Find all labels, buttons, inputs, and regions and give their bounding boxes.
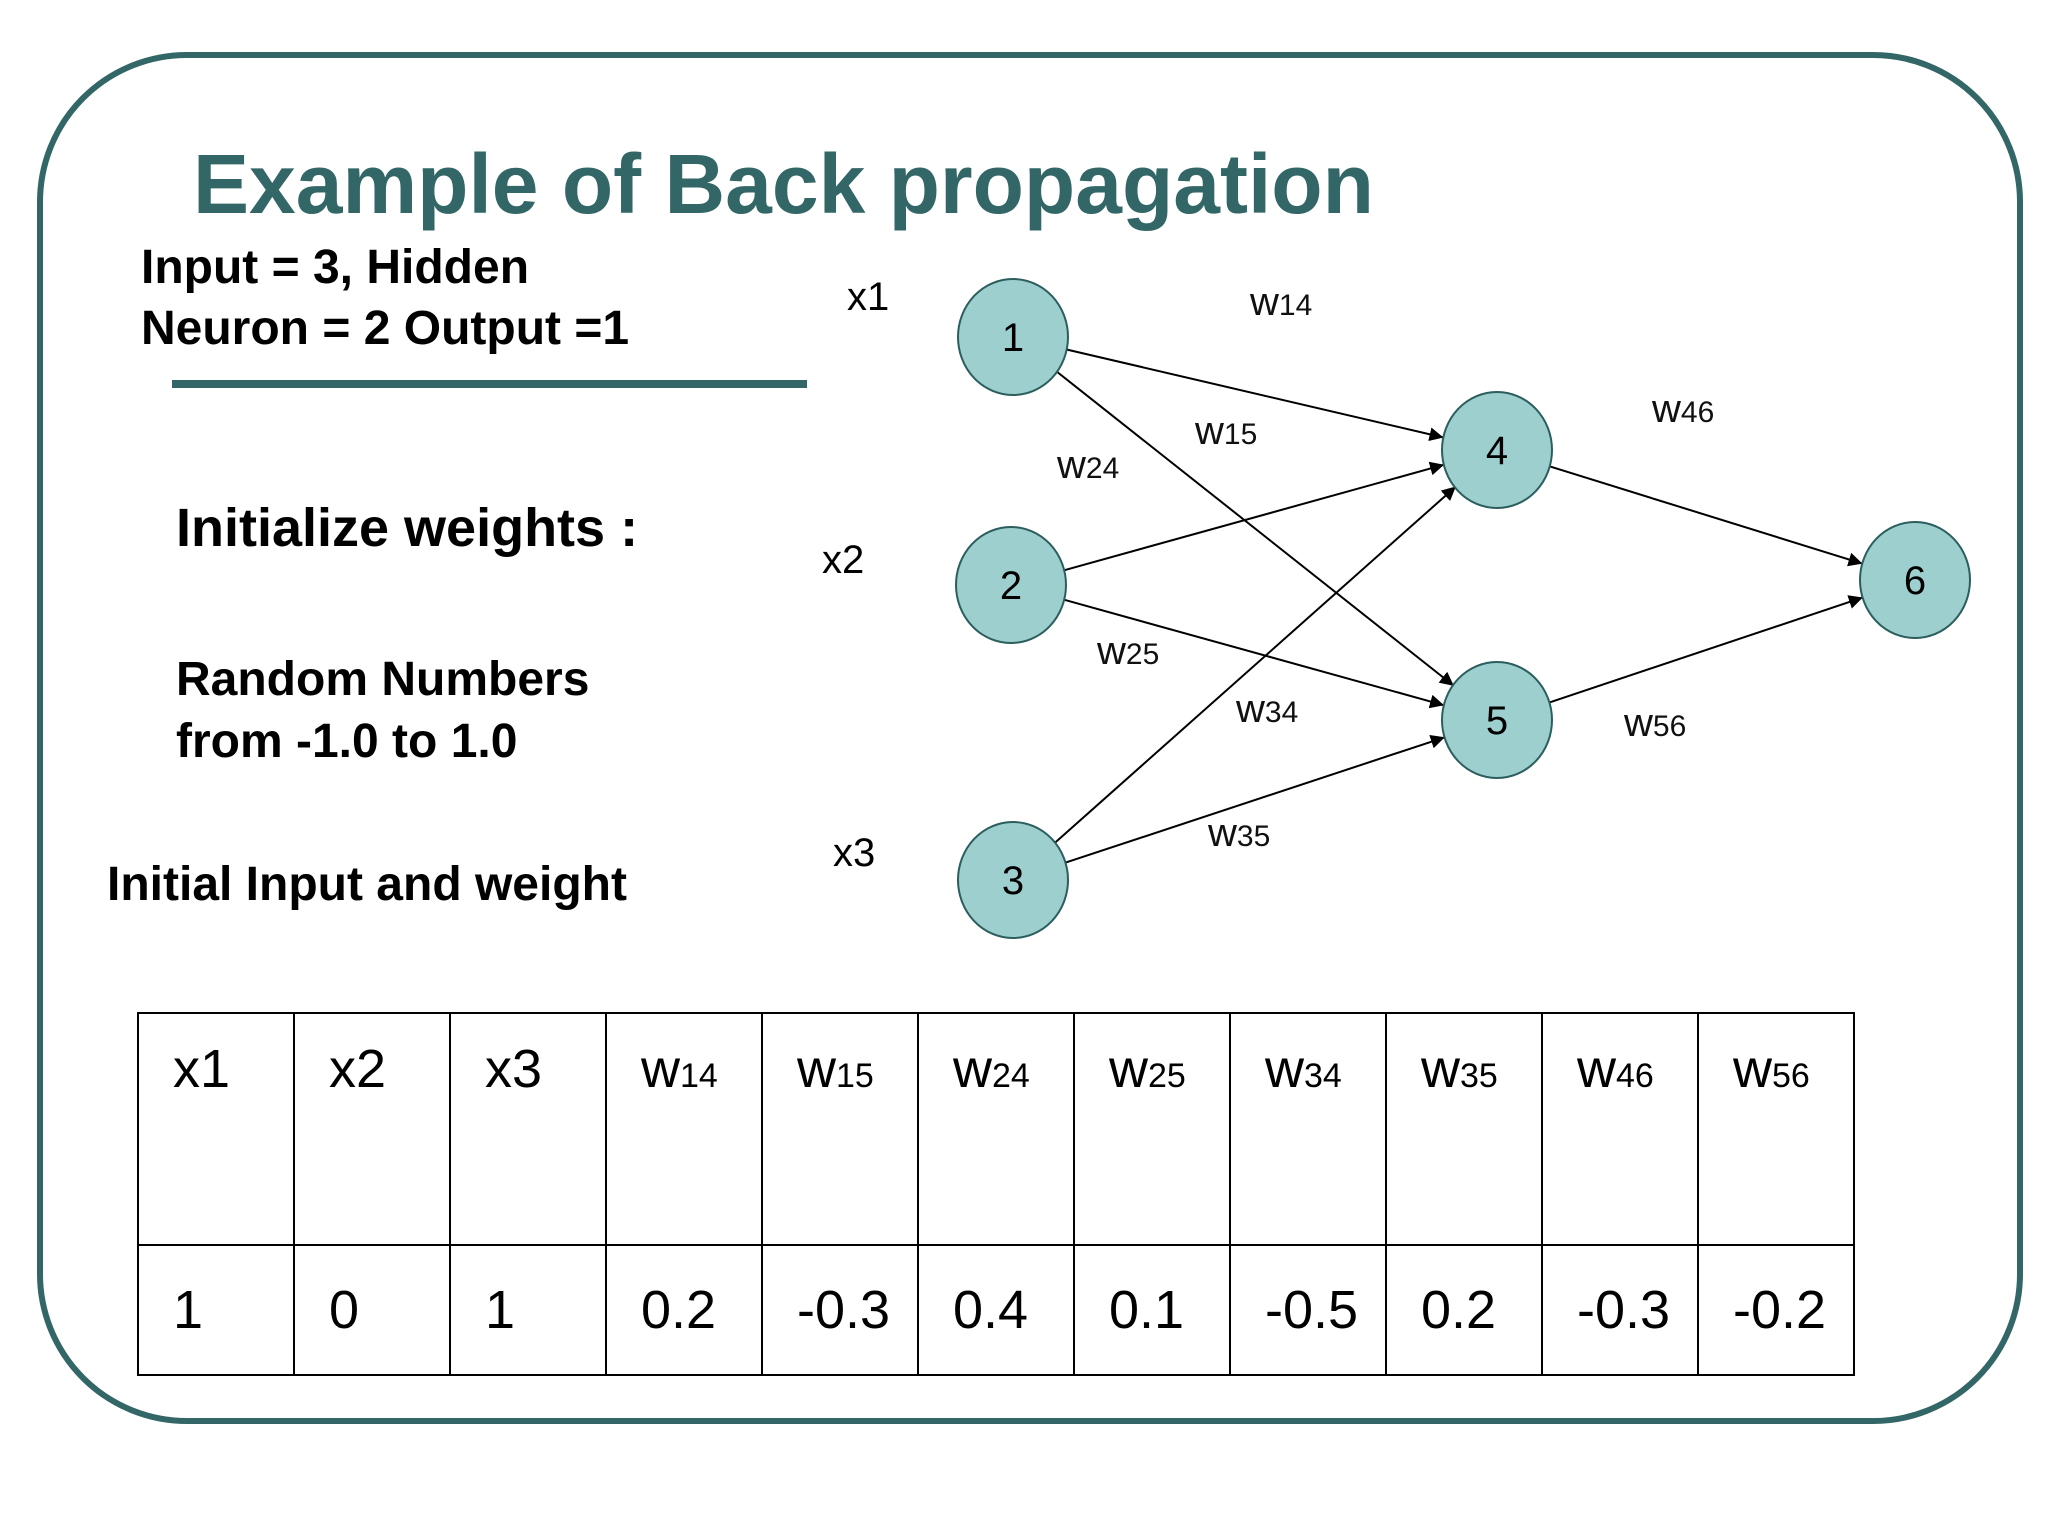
table-value-cell: -0.2 bbox=[1697, 1244, 1855, 1376]
edge-2-4 bbox=[1063, 461, 1445, 572]
table-value-cell: 1 bbox=[137, 1244, 295, 1376]
neuron-6: 6 bbox=[1859, 521, 1971, 639]
weight-label-w56: w56 bbox=[1623, 701, 1686, 745]
table-header-text: x2 bbox=[329, 1039, 387, 1099]
weight-label-w34: w34 bbox=[1235, 687, 1298, 731]
architecture-line-2: Neuron = 2 Output =1 bbox=[141, 302, 630, 355]
neuron-label-5: 5 bbox=[1486, 699, 1508, 743]
table-header-subscript: 34 bbox=[1304, 1057, 1342, 1095]
table-header-subscript: 24 bbox=[992, 1057, 1030, 1095]
weight-label-w35: w35 bbox=[1207, 811, 1270, 855]
weight-label-w15: w15 bbox=[1194, 409, 1257, 453]
edge-3-4 bbox=[1053, 485, 1457, 845]
edge-4-6 bbox=[1549, 465, 1863, 567]
table-value-cell: 0 bbox=[293, 1244, 451, 1376]
random-range-line-1: Random Numbers bbox=[176, 653, 590, 706]
architecture-line-1: Input = 3, Hidden bbox=[141, 241, 530, 294]
table-value-cell: 0.2 bbox=[605, 1244, 763, 1376]
neuron-label-1: 1 bbox=[1002, 316, 1024, 360]
weight-label-w14: w14 bbox=[1249, 280, 1312, 324]
slide-frame bbox=[37, 52, 2023, 1424]
neuron-3: 3 bbox=[957, 821, 1069, 939]
table-header-text: w bbox=[1109, 1039, 1148, 1099]
table-header-subscript: 25 bbox=[1148, 1057, 1186, 1095]
table-value-cell: 0.1 bbox=[1073, 1244, 1231, 1376]
edge-2-5 bbox=[1063, 598, 1445, 709]
neuron-label-2: 2 bbox=[1000, 564, 1022, 608]
neuron-label-6: 6 bbox=[1904, 559, 1926, 603]
table-header-cell: w15 bbox=[761, 1012, 919, 1246]
divider-line bbox=[172, 380, 807, 388]
table-header-subscript: 56 bbox=[1772, 1057, 1810, 1095]
table-value-cell: 0.4 bbox=[917, 1244, 1075, 1376]
table-header-cell: w34 bbox=[1229, 1012, 1387, 1246]
neural-network-diagram: 1 2 3 4 5 6 w14 w15 w24 w25 w34 w35 w46 w56 x1 x2 x3 bbox=[822, 275, 1971, 939]
table-header-text: w bbox=[1577, 1039, 1616, 1099]
neuron-5: 5 bbox=[1441, 661, 1553, 779]
table-header-subscript: 14 bbox=[680, 1057, 718, 1095]
table-header-cell: w14 bbox=[605, 1012, 763, 1246]
table-header-text: w bbox=[797, 1039, 836, 1099]
table-header-cell: w24 bbox=[917, 1012, 1075, 1246]
table-header-text: x1 bbox=[173, 1039, 231, 1099]
table-header-text: w bbox=[1733, 1039, 1772, 1099]
table-value-cell: -0.5 bbox=[1229, 1244, 1387, 1376]
initial-input-label: Initial Input and weight bbox=[107, 858, 627, 911]
slide-title: Example of Back propagation bbox=[193, 137, 1374, 231]
edge-1-4 bbox=[1066, 348, 1444, 442]
table-value-cell: -0.3 bbox=[761, 1244, 919, 1376]
table-header-text: w bbox=[641, 1039, 680, 1099]
table-header-subscript: 46 bbox=[1616, 1057, 1654, 1095]
table-value-cell: 1 bbox=[449, 1244, 607, 1376]
weight-label-w24: w24 bbox=[1056, 443, 1119, 487]
neuron-label-3: 3 bbox=[1002, 859, 1024, 903]
edge-1-5 bbox=[1055, 370, 1455, 687]
input-label-x3: x3 bbox=[833, 831, 875, 875]
neuron-2: 2 bbox=[955, 526, 1067, 644]
neuron-label-4: 4 bbox=[1486, 429, 1508, 473]
edge-3-5 bbox=[1064, 735, 1446, 864]
input-label-x2: x2 bbox=[822, 538, 864, 582]
weight-label-w25: w25 bbox=[1096, 629, 1159, 673]
table-header-cell: x3 bbox=[449, 1012, 607, 1246]
table-header-text: w bbox=[1421, 1039, 1460, 1099]
table-value-cell: 0.2 bbox=[1385, 1244, 1543, 1376]
table-value-cell: -0.3 bbox=[1541, 1244, 1699, 1376]
table-header-cell: w25 bbox=[1073, 1012, 1231, 1246]
table-header-cell: x1 bbox=[137, 1012, 295, 1246]
table-header-subscript: 15 bbox=[836, 1057, 874, 1095]
table-header-cell: w46 bbox=[1541, 1012, 1699, 1246]
table-header-text: w bbox=[1265, 1039, 1304, 1099]
table-header-text: w bbox=[953, 1039, 992, 1099]
table-header-cell: w35 bbox=[1385, 1012, 1543, 1246]
table-header-cell: x2 bbox=[293, 1012, 451, 1246]
neuron-4: 4 bbox=[1441, 391, 1553, 509]
table-header-text: x3 bbox=[485, 1039, 543, 1099]
table-header-cell: w56 bbox=[1697, 1012, 1855, 1246]
input-label-x1: x1 bbox=[847, 275, 889, 319]
weight-label-w46: w46 bbox=[1651, 387, 1714, 431]
random-range-line-2: from -1.0 to 1.0 bbox=[176, 715, 518, 768]
neuron-1: 1 bbox=[957, 278, 1069, 396]
edge-5-6 bbox=[1548, 595, 1864, 704]
table-header-subscript: 35 bbox=[1460, 1057, 1498, 1095]
initialize-weights-heading: Initialize weights : bbox=[176, 498, 639, 558]
